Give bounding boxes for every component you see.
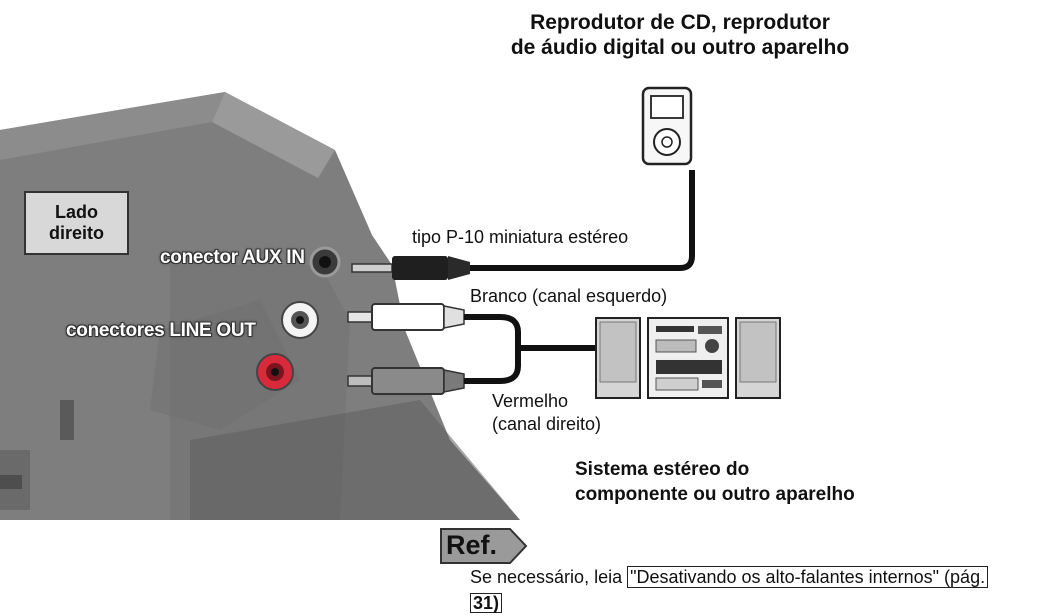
device-body: [0, 92, 520, 520]
ref-badge-text: Ref.: [446, 530, 498, 560]
portable-player-icon: [641, 86, 693, 166]
mini-stereo-plug: [351, 170, 695, 280]
stereo-system-icon: [595, 317, 781, 399]
red-rca-plug: [347, 345, 598, 395]
aux-in-jack: [309, 246, 341, 278]
white-rca-plug: [347, 303, 521, 348]
ref-badge: Ref.: [440, 527, 528, 565]
side-label-box: Lado direito: [24, 191, 129, 255]
stereo-system-label: Sistema estéreo do componente ou outro a…: [575, 459, 855, 505]
aux-in-label: conector AUX IN: [160, 247, 305, 268]
red-cable-label: Vermelho (canal direito): [492, 391, 602, 434]
line-out-red-jack: [256, 353, 294, 391]
plug-type-label: tipo P-10 miniatura estéreo: [412, 227, 629, 247]
ref-note: Se necessário, leia "Desativando os alto…: [470, 564, 1040, 616]
white-cable-label: Branco (canal esquerdo): [470, 286, 668, 306]
line-out-label: conectores LINE OUT: [66, 320, 256, 341]
ref-prefix: Se necessário, leia: [470, 567, 628, 587]
ref-page-number[interactable]: 31): [470, 593, 503, 613]
ref-badge-shape: [440, 528, 528, 564]
line-out-white-jack: [281, 301, 319, 339]
ref-link[interactable]: "Desativando os alto-falantes internos" …: [627, 566, 989, 588]
playback-device-label: Reprodutor de CD, reprodutor de áudio di…: [510, 11, 850, 59]
